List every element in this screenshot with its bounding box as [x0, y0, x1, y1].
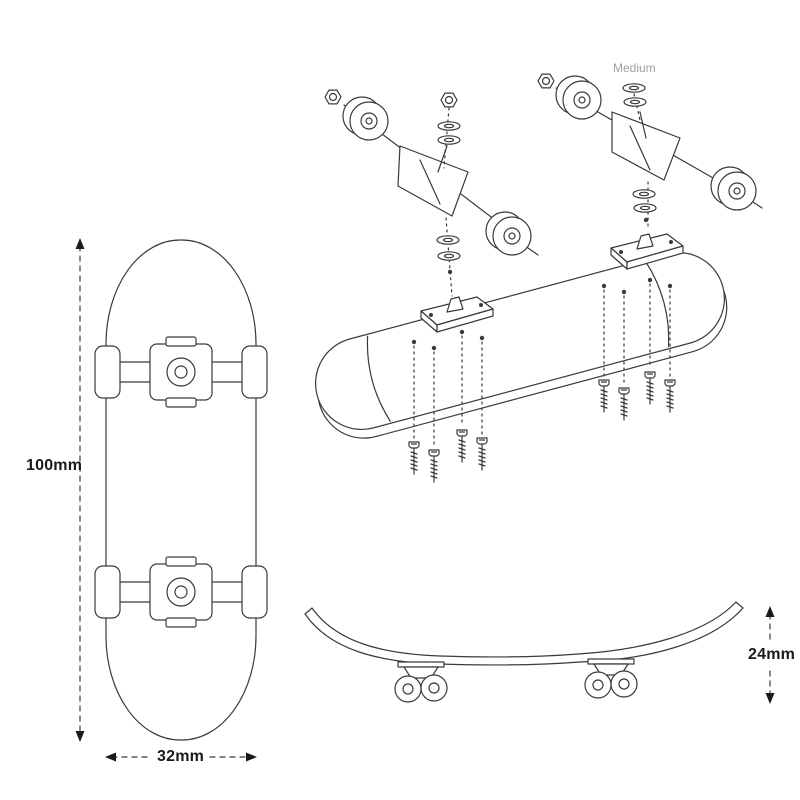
left-wheel: [94, 565, 121, 619]
washer: [622, 83, 646, 93]
top-view-deck: [94, 239, 268, 741]
wheel: [485, 211, 532, 256]
exploded-deck: [314, 251, 728, 439]
height-dimension: [765, 606, 775, 704]
deck-length-label: 100mm: [26, 457, 83, 474]
wheel: [610, 670, 638, 698]
washer: [436, 235, 460, 245]
arrow-up: [75, 238, 85, 249]
pivot: [636, 233, 654, 250]
truck-baseplate: [610, 233, 684, 270]
wheel: [420, 674, 448, 702]
mounting-screw: [598, 379, 610, 413]
kingpin-nut: [166, 357, 196, 387]
truck-baseplate: [420, 296, 494, 333]
arrow-up: [765, 606, 775, 617]
wheel: [555, 75, 602, 120]
deck-height-label: 24mm: [748, 646, 796, 663]
kingpin-nut: [166, 577, 196, 607]
side-view: [304, 601, 744, 703]
front-truck-side-view: [394, 661, 448, 703]
mounting-screw: [644, 371, 656, 405]
deck-profile: [304, 601, 744, 666]
wheel: [394, 675, 422, 703]
rear-truck-top-view: [94, 556, 268, 628]
washer: [623, 97, 647, 107]
exploded-view: [314, 73, 763, 483]
mounting-screw: [428, 449, 440, 483]
kingpin-nut: [440, 92, 458, 108]
arrow-left: [105, 752, 116, 762]
truck-hanger: [611, 111, 681, 181]
width-dimension: [105, 752, 257, 762]
right-mounting-screws: [598, 277, 676, 421]
arrow-right: [246, 752, 257, 762]
washer: [437, 135, 461, 145]
washer: [437, 121, 461, 131]
pivot: [446, 296, 464, 313]
deck-width-label: 32mm: [157, 748, 205, 765]
alignment-dot: [643, 217, 649, 223]
wheel: [584, 671, 612, 699]
mounting-screw: [456, 429, 468, 463]
mounting-screw: [618, 387, 630, 421]
left-truck-assembly: [324, 89, 539, 333]
wheel: [710, 166, 757, 211]
right-wheel: [241, 345, 268, 399]
right-truck-assembly: [537, 73, 763, 270]
kicktail-line: [366, 335, 391, 422]
left-mounting-screws: [408, 329, 488, 483]
truck-size-label: Medium: [613, 61, 656, 75]
mounting-screw: [476, 437, 488, 471]
deck-outline: [105, 239, 257, 741]
washer: [437, 251, 461, 261]
arrow-down: [75, 731, 85, 742]
kicktail-line: [645, 261, 670, 348]
mounting-screw: [664, 379, 676, 413]
rear-truck-side-view: [584, 658, 638, 699]
axle-nut: [324, 89, 342, 105]
alignment-dot: [447, 269, 453, 275]
wheel: [342, 96, 389, 141]
left-wheel: [94, 345, 121, 399]
axle-nut: [537, 73, 555, 89]
length-dimension: [75, 238, 85, 742]
washer: [633, 203, 657, 213]
arrow-down: [765, 693, 775, 704]
front-truck-top-view: [94, 336, 268, 408]
washer: [632, 189, 656, 199]
truck-hanger: [397, 145, 469, 217]
right-wheel: [241, 565, 268, 619]
mounting-screw: [408, 441, 420, 475]
